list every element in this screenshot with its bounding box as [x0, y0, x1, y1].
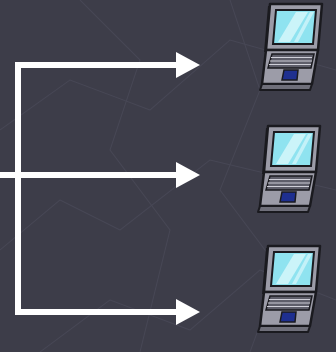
laptop-icon: [256, 124, 322, 214]
laptop-top: [258, 2, 324, 92]
laptop-icon: [256, 244, 322, 334]
laptop-bottom: [256, 244, 322, 334]
laptop-middle: [256, 124, 322, 214]
arrowhead-1: [176, 52, 200, 78]
arrow-to-laptop-3: [15, 172, 183, 315]
arrowhead-3: [176, 299, 200, 325]
arrowhead-2: [176, 162, 200, 188]
arrow-to-laptop-1: [15, 62, 183, 315]
arrowheads: [176, 52, 200, 325]
laptop-icon: [258, 2, 324, 92]
arrow-group: [0, 62, 183, 315]
